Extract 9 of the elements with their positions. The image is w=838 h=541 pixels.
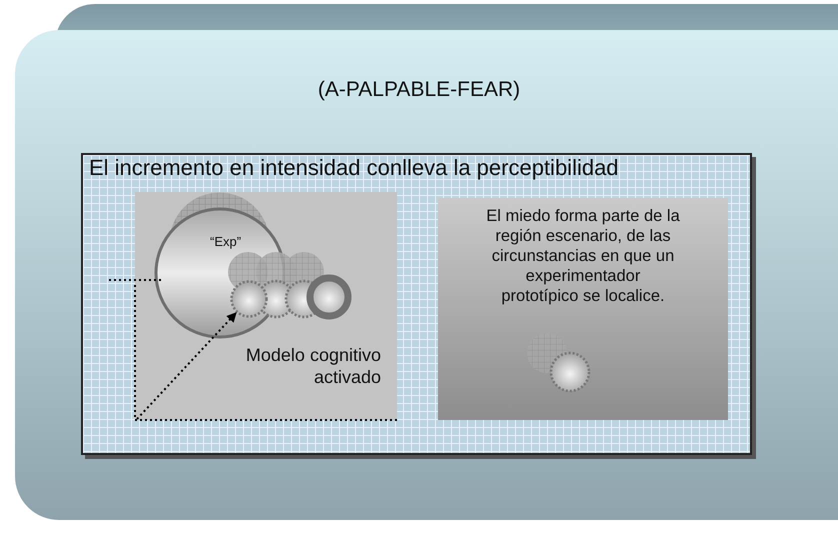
arrow: [136, 312, 237, 420]
scene-panel: [438, 198, 728, 420]
dotted-circle: [230, 280, 268, 318]
panel-heading: El incremento en intensidad conlleva la perceptibilidad: [89, 155, 619, 181]
panel-text: El miedo forma parte de la región escenario, de las circunstancias en que un experimentador prototípico se localice.: [486, 206, 680, 306]
title: (A-PALPABLE-FEAR): [316, 78, 522, 102]
model-panel: [135, 192, 397, 420]
panel-text: Modelo cognitivo activado: [244, 344, 381, 388]
circle-label: “Exp”: [210, 234, 242, 249]
